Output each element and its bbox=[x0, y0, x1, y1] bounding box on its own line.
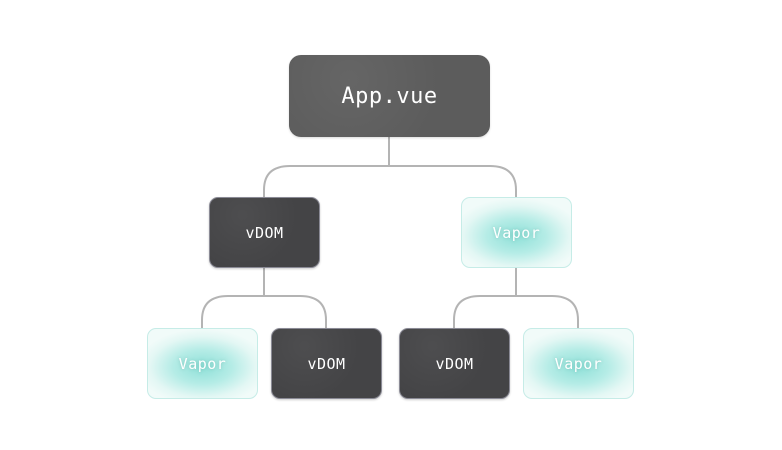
node-label: Vapor bbox=[492, 223, 541, 242]
connector-right-left bbox=[453, 295, 517, 329]
node-app-vue: App.vue bbox=[289, 55, 490, 137]
connector-root-left bbox=[263, 165, 390, 198]
node-vapor-leaf-1: Vapor bbox=[147, 328, 258, 399]
node-label: vDOM bbox=[435, 354, 474, 373]
connector-left-left bbox=[201, 295, 265, 329]
connector-left-right bbox=[263, 295, 327, 329]
connector-root-right bbox=[388, 165, 517, 198]
node-vapor-leaf-4: Vapor bbox=[523, 328, 634, 399]
node-vapor-right: Vapor bbox=[461, 197, 572, 268]
node-vdom-leaf-2: vDOM bbox=[271, 328, 382, 399]
node-vdom-leaf-3: vDOM bbox=[399, 328, 510, 399]
node-label: vDOM bbox=[307, 354, 346, 373]
node-label: vDOM bbox=[245, 223, 284, 242]
node-vdom-left: vDOM bbox=[209, 197, 320, 268]
node-label: Vapor bbox=[554, 354, 603, 373]
node-label: Vapor bbox=[178, 354, 227, 373]
connector-right-right bbox=[515, 295, 579, 329]
node-label: App.vue bbox=[341, 83, 438, 109]
